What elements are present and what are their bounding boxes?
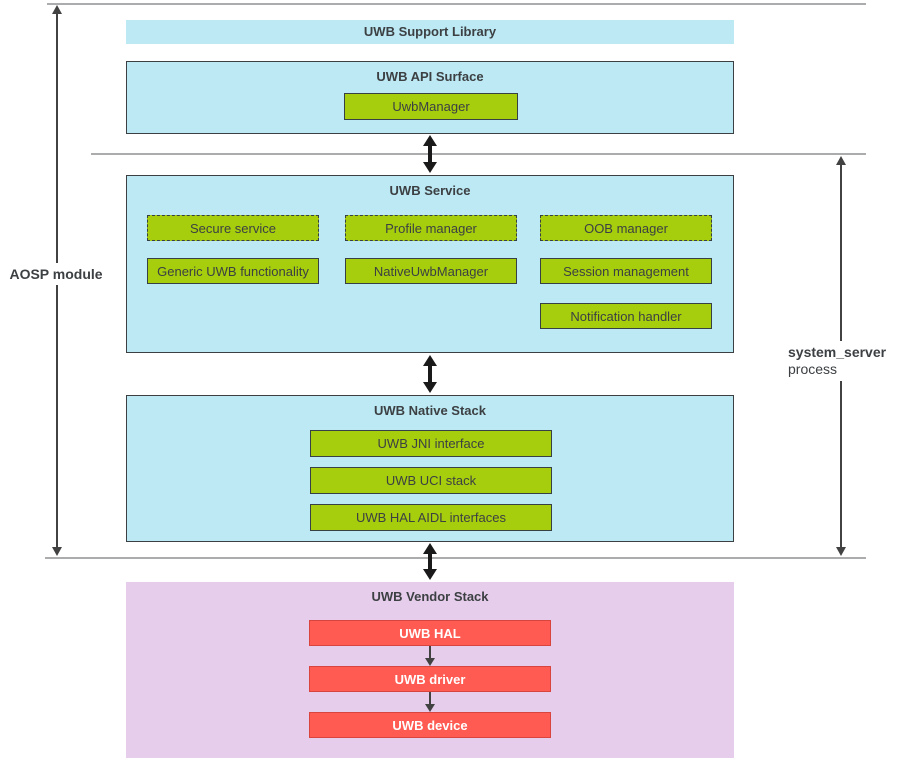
arrow-down-icon bbox=[423, 162, 437, 173]
generic-uwb-functionality-box: Generic UWB functionality bbox=[147, 258, 319, 284]
uwb-driver-box: UWB driver bbox=[309, 666, 551, 692]
uwb-jni-interface-box: UWB JNI interface bbox=[310, 430, 552, 457]
arrow-shaft bbox=[428, 146, 432, 162]
uwb-support-library-title: UWB Support Library bbox=[363, 24, 497, 39]
uwb-native-stack-title: UWB Native Stack bbox=[374, 403, 486, 418]
arrow-down-icon bbox=[423, 569, 437, 580]
arrow-native-to-vendor bbox=[423, 543, 437, 580]
uwb-api-surface-title: UWB API Surface bbox=[376, 69, 484, 84]
arrow-up-icon bbox=[836, 156, 846, 165]
arrow-api-to-service bbox=[423, 135, 437, 173]
arrow-up-icon bbox=[52, 5, 62, 14]
arrow-up-icon bbox=[423, 355, 437, 366]
uwb-vendor-stack-title: UWB Vendor Stack bbox=[371, 589, 489, 604]
arrow-shaft bbox=[429, 646, 431, 658]
process-text: process bbox=[788, 361, 838, 377]
arrow-driver-to-device bbox=[425, 692, 435, 712]
uwb-api-surface-box: UWB API Surface UwbManager bbox=[126, 61, 734, 134]
arrow-shaft bbox=[428, 366, 432, 382]
arrow-service-to-native bbox=[423, 355, 437, 393]
system-server-label: system_server process bbox=[786, 341, 886, 381]
arrow-up-icon bbox=[423, 543, 437, 554]
secure-service-box: Secure service bbox=[147, 215, 319, 241]
arrow-down-icon bbox=[425, 658, 435, 666]
profile-manager-box: Profile manager bbox=[345, 215, 517, 241]
oob-manager-box: OOB manager bbox=[540, 215, 712, 241]
uwb-support-library-banner: UWB Support Library bbox=[126, 20, 734, 44]
separator-line-bottom bbox=[45, 557, 866, 559]
arrow-hal-to-driver bbox=[425, 646, 435, 666]
uwbmanager-box: UwbManager bbox=[344, 93, 518, 120]
separator-line-top bbox=[47, 3, 866, 5]
arrow-down-icon bbox=[52, 547, 62, 556]
uwb-service-title: UWB Service bbox=[389, 183, 471, 198]
notification-handler-box: Notification handler bbox=[540, 303, 712, 329]
arrow-up-icon bbox=[423, 135, 437, 146]
aosp-module-text: AOSP module bbox=[9, 266, 103, 282]
aosp-module-label: AOSP module bbox=[4, 263, 108, 285]
uwb-device-box: UWB device bbox=[309, 712, 551, 738]
arrow-shaft bbox=[428, 554, 432, 569]
uwb-hal-box: UWB HAL bbox=[309, 620, 551, 646]
uwb-uci-stack-box: UWB UCI stack bbox=[310, 467, 552, 494]
arrow-down-icon bbox=[425, 704, 435, 712]
separator-line-middle bbox=[91, 153, 866, 155]
system-server-text: system_server bbox=[788, 344, 887, 360]
uwb-vendor-stack-box: UWB Vendor Stack UWB HAL UWB driver UWB … bbox=[126, 582, 734, 758]
arrow-shaft bbox=[429, 692, 431, 704]
arrow-down-icon bbox=[423, 382, 437, 393]
uwb-native-stack-box: UWB Native Stack UWB JNI interface UWB U… bbox=[126, 395, 734, 542]
arrow-down-icon bbox=[836, 547, 846, 556]
uwb-hal-aidl-interfaces-box: UWB HAL AIDL interfaces bbox=[310, 504, 552, 531]
session-management-box: Session management bbox=[540, 258, 712, 284]
uwb-service-box: UWB Service Secure service Profile manag… bbox=[126, 175, 734, 353]
nativeuwbmanager-box: NativeUwbManager bbox=[345, 258, 517, 284]
